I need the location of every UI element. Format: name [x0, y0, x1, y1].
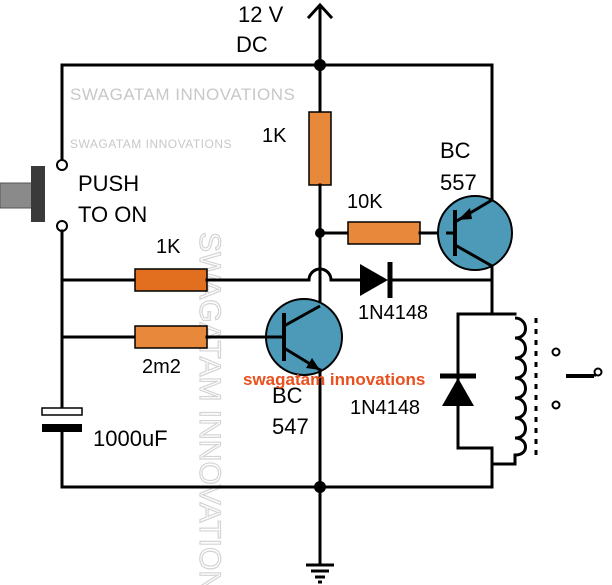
- relay-contact-nc: [551, 400, 561, 410]
- relay-contact-no: [551, 347, 561, 357]
- watermark-orange: swagatam innovations: [243, 370, 425, 389]
- watermark-top: SWAGATAM INNOVATIONS: [70, 85, 295, 104]
- wire-crossover: [307, 267, 333, 282]
- wire-coil-bottom: [490, 453, 517, 466]
- switch-label-1: PUSH: [78, 171, 139, 196]
- junction-top: [314, 59, 326, 71]
- npn-collector: [283, 304, 321, 328]
- bc557-label-1: BC: [440, 138, 471, 163]
- capacitor-label: 1000uF: [93, 426, 168, 451]
- relay-coil-icon: [514, 316, 527, 457]
- diode-relay-icon: [442, 378, 474, 406]
- relay-diode-loop: [456, 312, 494, 450]
- resistor-1k-left-label: 1K: [156, 236, 181, 258]
- pnp-emitter-arrow-icon: [458, 208, 472, 220]
- bc547-label-2: 547: [272, 414, 309, 439]
- switch-label-2: TO ON: [78, 202, 147, 227]
- supply-arrow-icon: [306, 2, 334, 20]
- relay-contact-common: [593, 367, 603, 377]
- npn-emitter-arrow-icon: [306, 358, 320, 370]
- switch-button-cap[interactable]: [0, 182, 33, 209]
- diode-mid-icon: [360, 264, 388, 296]
- resistor-2m2: [134, 325, 208, 349]
- capacitor-plate-top: [41, 407, 83, 416]
- diode-relay-label: 1N4148: [350, 397, 420, 419]
- switch-contact-top: [56, 159, 68, 171]
- resistor-1k-left: [134, 268, 208, 292]
- bc557-label-2: 557: [440, 170, 477, 195]
- supply-label-dc: DC: [236, 32, 268, 57]
- resistor-2m2-label: 2m2: [142, 356, 181, 378]
- bc547-label-1: BC: [272, 383, 303, 408]
- resistor-1k-top: [308, 111, 332, 186]
- watermark-small: SWAGATAM INNOVATIONS: [70, 137, 232, 151]
- junction-bottom: [314, 481, 326, 493]
- capacitor-plate-bottom: [42, 424, 82, 432]
- resistor-10k-label: 10K: [347, 191, 383, 213]
- resistor-10k: [347, 221, 421, 245]
- bottom-rail: [60, 446, 494, 489]
- switch-body[interactable]: [31, 166, 45, 222]
- diode-mid-label: 1N4148: [358, 302, 428, 324]
- resistor-1k-top-label: 1K: [262, 125, 287, 147]
- supply-label-v: 12 V: [238, 2, 284, 27]
- pnp-collector: [454, 243, 493, 268]
- top-rail: [60, 63, 494, 202]
